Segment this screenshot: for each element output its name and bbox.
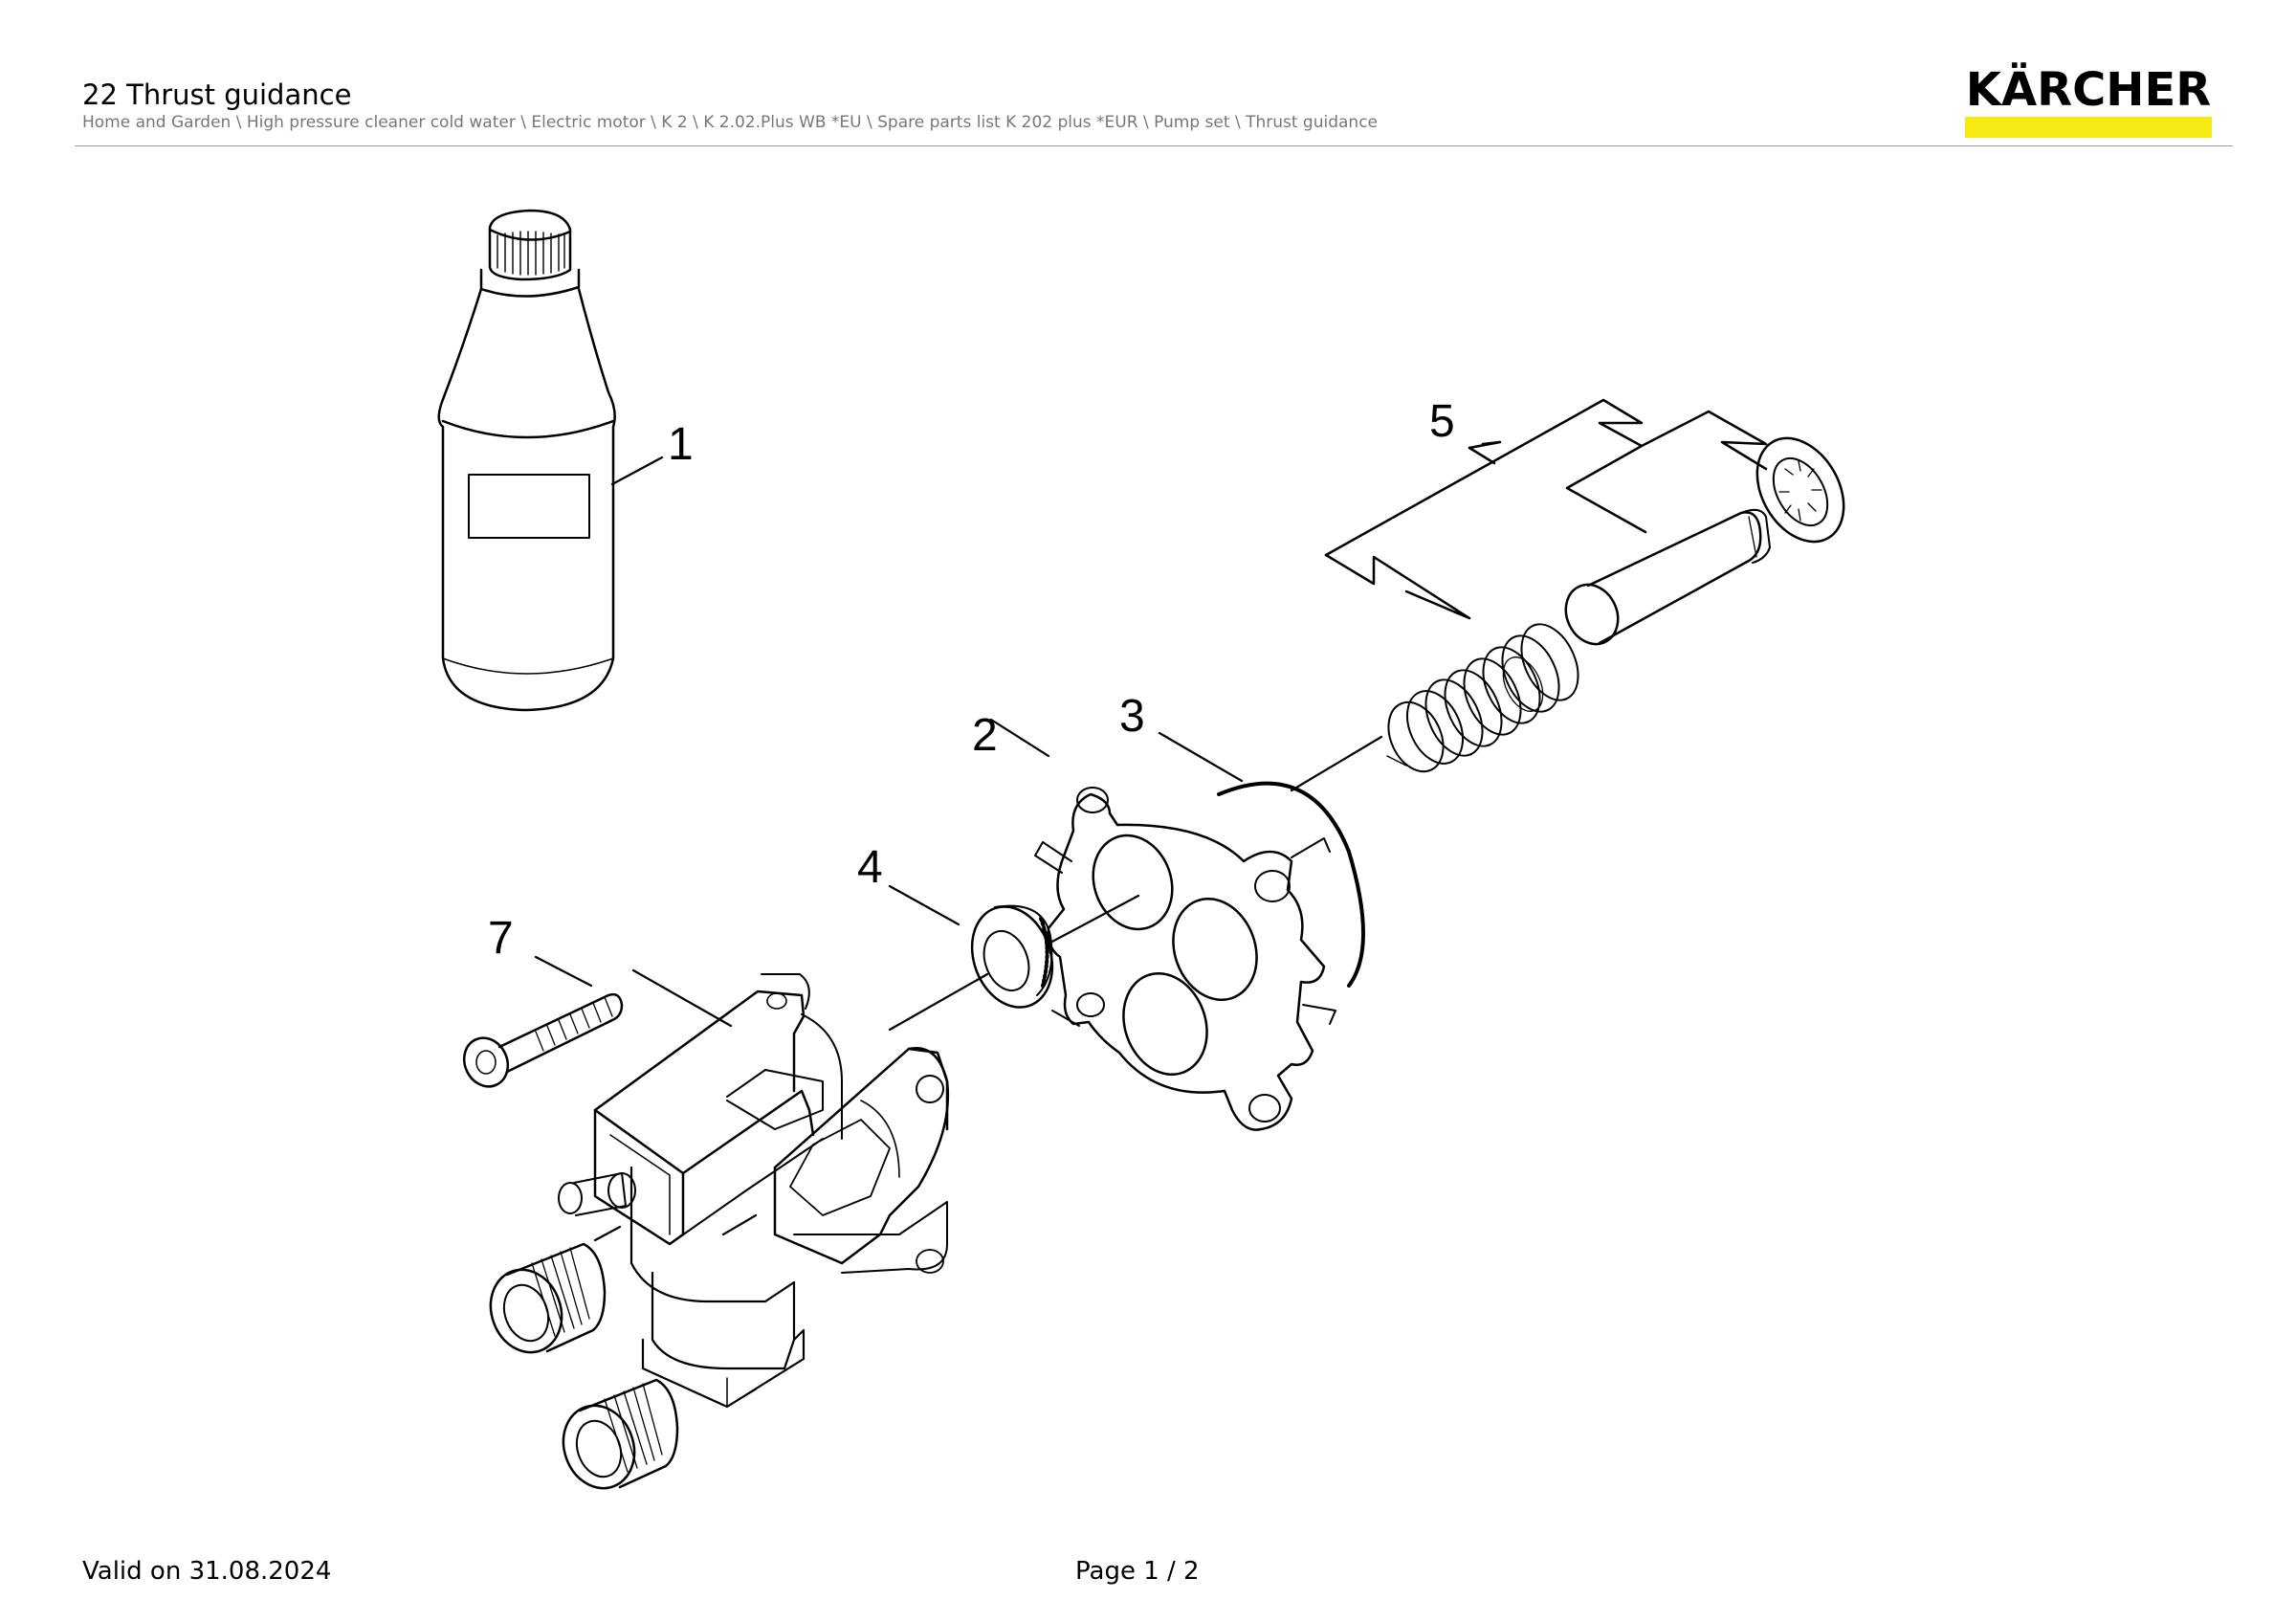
part-5-spring-pin-washer xyxy=(1324,398,1845,773)
callout-4: 4 xyxy=(857,842,883,893)
breadcrumb[interactable]: Home and Garden \ High pressure cleaner … xyxy=(82,113,1378,132)
callout-7: 7 xyxy=(488,913,514,964)
spring xyxy=(1386,623,1579,773)
part-4-seal xyxy=(970,904,1054,1009)
header-divider xyxy=(75,145,2233,146)
logo-yellow-bar xyxy=(1965,117,2212,138)
callout-3: 3 xyxy=(1119,691,1145,742)
part-3-o-ring xyxy=(1217,781,1365,988)
callout-1: 1 xyxy=(668,419,694,470)
callout-5: 5 xyxy=(1429,396,1455,447)
pump-housing xyxy=(558,973,950,1409)
logo-wordmark: KÄRCHER xyxy=(1965,63,2212,117)
part-7-screw xyxy=(462,992,624,1088)
page-title: 22 Thrust guidance xyxy=(82,78,352,111)
callout-2: 2 xyxy=(972,710,998,761)
part-1-bottle xyxy=(437,209,616,712)
karcher-logo: KÄRCHER xyxy=(1961,63,2216,140)
leader-lines xyxy=(534,456,1383,1242)
valid-date: Valid on 31.08.2024 xyxy=(82,1557,332,1586)
page-number: Page 1 / 2 xyxy=(1075,1557,1200,1586)
hose-connector-upper xyxy=(489,1242,607,1354)
hose-connector-lower xyxy=(562,1378,679,1490)
part-2-flange xyxy=(1034,787,1336,1131)
pin xyxy=(1564,508,1771,646)
washer xyxy=(1755,436,1845,544)
